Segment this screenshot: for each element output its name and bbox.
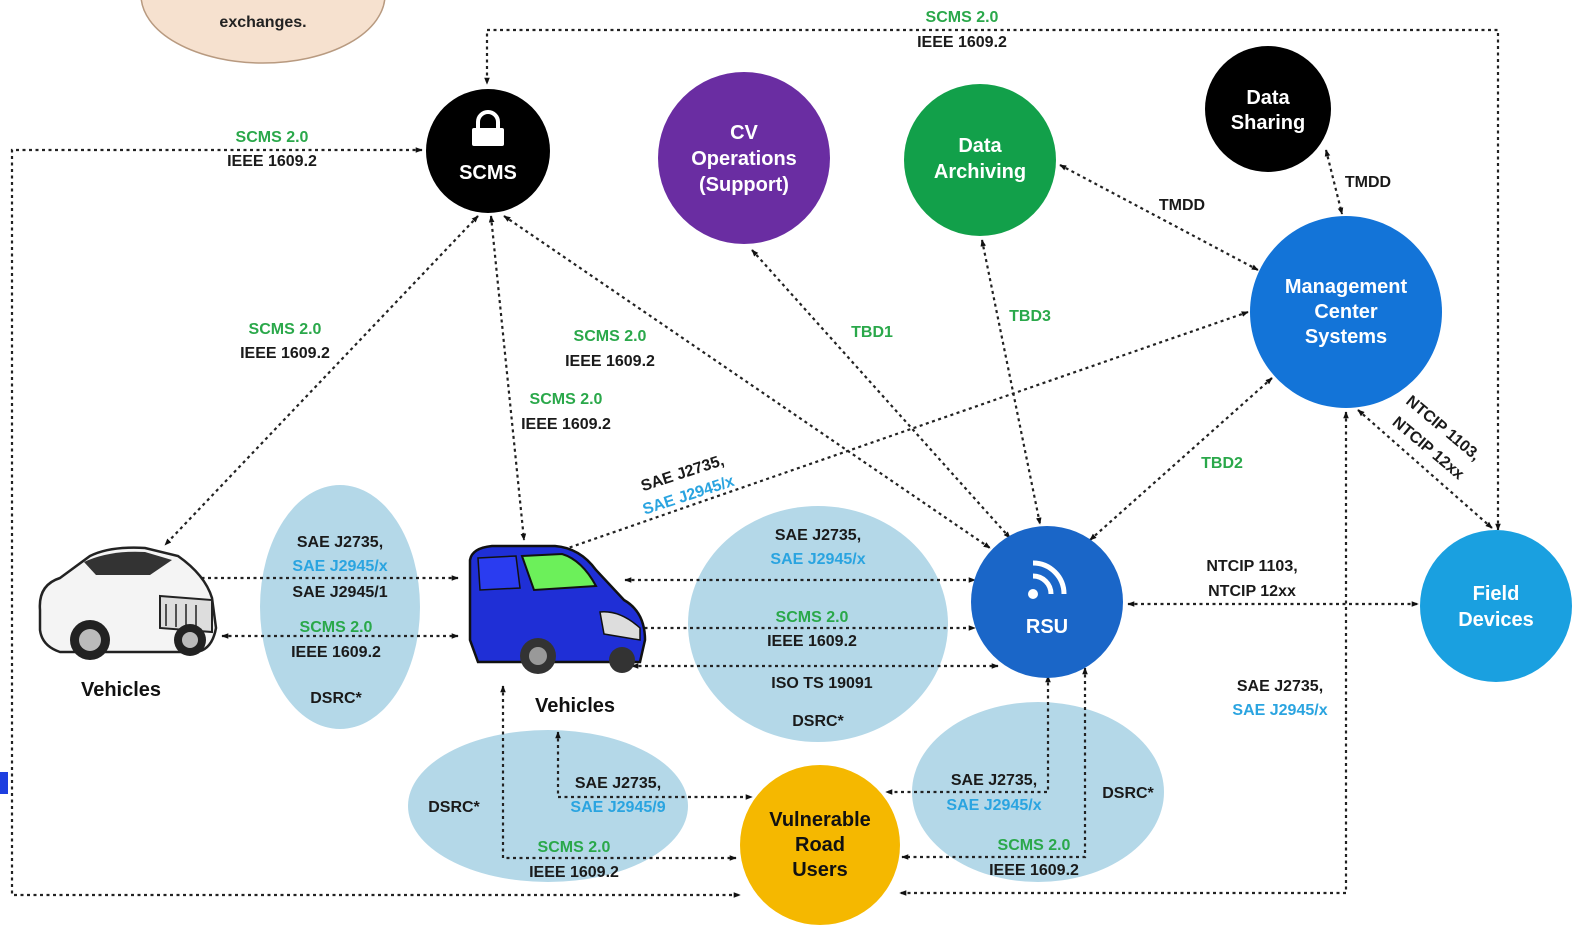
e1-line-5: IEEE 1609.2 [291, 644, 381, 661]
conn-mgmt-field [1357, 409, 1493, 529]
e1-line-4: SCMS 2.0 [300, 619, 373, 636]
field-line-2: Devices [1458, 609, 1534, 631]
e4-line-3: DSRC* [1102, 785, 1154, 802]
node-vulnerable-road-users[interactable]: Vulnerable Road Users [740, 765, 900, 925]
ellipse-vehicle-vehicle [260, 485, 420, 729]
scms-label: SCMS [459, 162, 517, 184]
cv-ops-line-2: Operations [691, 148, 797, 170]
e4-line-2: SAE J2945/x [946, 797, 1041, 814]
label-mid-black: IEEE 1609.2 [521, 416, 611, 433]
rsu-label: RSU [1026, 616, 1068, 638]
label-tmdd-archive: TMDD [1159, 197, 1205, 214]
label-mgmt-vru-j2945: SAE J2945/x [1232, 702, 1327, 719]
e1-line-2: SAE J2945/x [292, 558, 387, 575]
archiving-line-1: Data [958, 135, 1002, 157]
conn-mgmt-vru [899, 411, 1349, 896]
label-veh1-scms-green: SCMS 2.0 [236, 129, 309, 146]
label-top-green: SCMS 2.0 [926, 9, 999, 26]
conn-scms-rsu [503, 215, 991, 549]
sharing-line-1: Data [1246, 87, 1290, 109]
connections [10, 28, 1501, 898]
e3-line-5: IEEE 1609.2 [529, 864, 619, 881]
e2-line-5: ISO TS 19091 [771, 675, 872, 692]
vehicle-left-caption: Vehicles [81, 679, 161, 701]
node-management-center[interactable]: Management Center Systems [1250, 216, 1442, 408]
cv-ops-line-1: CV [730, 122, 758, 144]
node-data-archiving[interactable]: Data Archiving [904, 84, 1056, 236]
vru-line-1: Vulnerable [769, 809, 871, 831]
label-scms-rsu-black: IEEE 1609.2 [565, 353, 655, 370]
node-cv-operations[interactable]: CV Operations (Support) [658, 72, 830, 244]
ellipse-vehicle-rsu [688, 506, 948, 742]
conn-sharing-mgmt [1324, 149, 1344, 215]
conn-rsu-vru-2 [901, 667, 1088, 860]
conn-archive-mgmt [1059, 164, 1259, 271]
e1-line-3: SAE J2945/1 [292, 584, 387, 601]
vru-line-3: Users [792, 859, 848, 881]
node-field-devices[interactable]: Field Devices [1420, 530, 1572, 682]
label-tbd2: TBD2 [1201, 455, 1243, 472]
label-mgmt-vru-j2735: SAE J2735, [1237, 678, 1323, 695]
conn-left-loop [10, 147, 741, 898]
left-edge-marker [0, 772, 8, 794]
sharing-line-2: Sharing [1231, 112, 1305, 134]
label-scms-rsu-green: SCMS 2.0 [574, 328, 647, 345]
vehicle-center-icon [468, 544, 647, 674]
e3-line-2: SAE J2735, [575, 775, 661, 792]
note-text: exchanges. [219, 14, 306, 31]
conn-scms-veh-left [164, 215, 479, 546]
label-tbd1: TBD1 [851, 324, 893, 341]
label-diag1-black: IEEE 1609.2 [240, 345, 330, 362]
e4-line-4: SCMS 2.0 [998, 837, 1071, 854]
e1-line-1: SAE J2735, [297, 534, 383, 551]
vehicle-center-caption: Vehicles [535, 695, 615, 717]
e3-line-1: DSRC* [428, 799, 480, 816]
vehicle-left-icon [38, 546, 218, 660]
mgmt-line-1: Management [1285, 276, 1408, 298]
wifi-icon [1028, 560, 1067, 599]
conn-mgmt-rsu [1089, 377, 1273, 541]
conn-cvops-rsu [751, 249, 1011, 539]
ellipse-labels: SAE J2735, SAE J2945/x SAE J2945/1 SCMS … [291, 527, 1154, 881]
label-tmdd-sharing: TMDD [1345, 174, 1391, 191]
e2-line-6: DSRC* [792, 713, 844, 730]
node-rsu[interactable]: RSU [971, 526, 1123, 678]
e2-line-4: IEEE 1609.2 [767, 633, 857, 650]
label-ntcip-h-1: NTCIP 1103, [1206, 558, 1297, 575]
label-mid-green: SCMS 2.0 [530, 391, 603, 408]
note-bubble [140, 0, 386, 64]
mgmt-line-3: Systems [1305, 326, 1387, 348]
conn-archive-rsu [980, 239, 1042, 525]
mgmt-line-2: Center [1314, 301, 1378, 323]
vru-line-2: Road [795, 834, 845, 856]
label-tbd3: TBD3 [1009, 308, 1051, 325]
label-ntcip-h-2: NTCIP 12xx [1208, 583, 1296, 600]
label-top-black: IEEE 1609.2 [917, 34, 1007, 51]
node-scms[interactable]: SCMS [426, 89, 550, 213]
e3-line-4: SCMS 2.0 [538, 839, 611, 856]
label-veh1-scms-black: IEEE 1609.2 [227, 153, 317, 170]
conn-veh-vru-2 [500, 685, 737, 861]
e3-line-3: SAE J2945/9 [570, 799, 665, 816]
e2-line-3: SCMS 2.0 [776, 609, 849, 626]
e2-line-1: SAE J2735, [775, 527, 861, 544]
conn-top-loop [484, 28, 1501, 531]
conn-scms-veh-center [488, 215, 527, 541]
e2-line-2: SAE J2945/x [770, 551, 865, 568]
conn-mgmt-veh [547, 310, 1249, 557]
cv-ops-line-3: (Support) [699, 174, 789, 196]
archiving-line-2: Archiving [934, 161, 1026, 183]
e4-line-1: SAE J2735, [951, 772, 1037, 789]
label-diag1-green: SCMS 2.0 [249, 321, 322, 338]
field-line-1: Field [1473, 583, 1520, 605]
e4-line-5: IEEE 1609.2 [989, 862, 1079, 879]
e1-line-6: DSRC* [310, 690, 362, 707]
lock-icon [472, 110, 504, 146]
node-data-sharing[interactable]: Data Sharing [1205, 46, 1331, 172]
